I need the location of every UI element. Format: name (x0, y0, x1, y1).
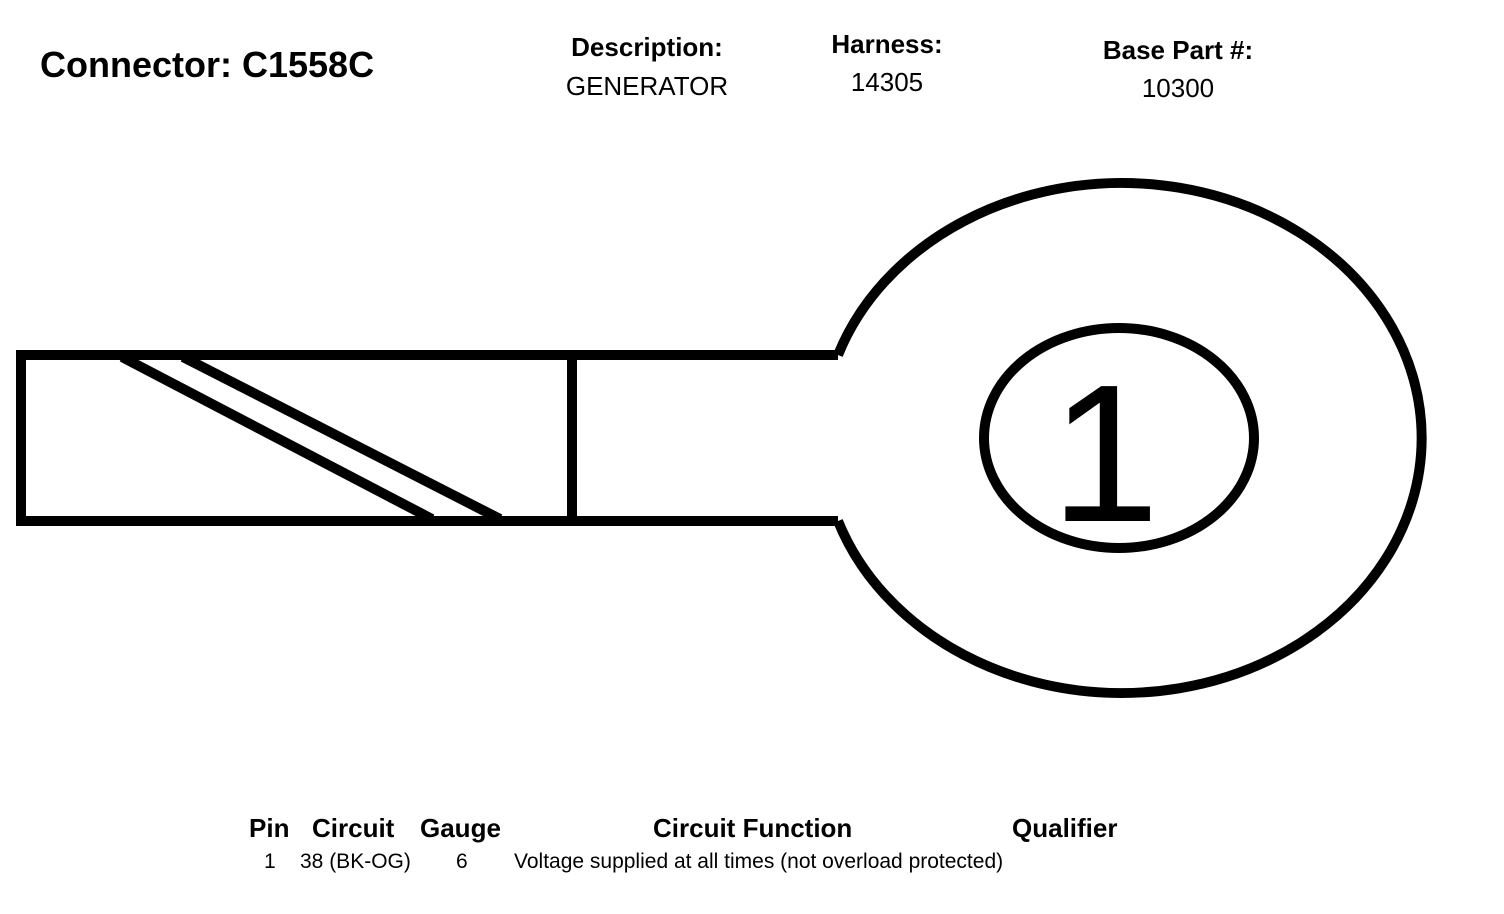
harness-value: 14305 (850, 67, 924, 97)
column-header-circuit: Circuit (312, 813, 395, 843)
base-part-value: 10300 (1141, 73, 1215, 103)
row-gauge: 6 (456, 850, 468, 873)
row-pin: 1 (264, 850, 276, 873)
description-label: Description: (571, 32, 723, 62)
harness-label: Harness: (831, 29, 943, 59)
row-circuit-function: Voltage supplied at all times (not overl… (514, 850, 1004, 873)
connector-title: Connector: C1558C (40, 44, 375, 85)
column-header-qualifier: Qualifier (1012, 813, 1118, 843)
wire-body-outline (16, 350, 577, 526)
description-value: GENERATOR (565, 71, 729, 101)
column-header-circuit-function: Circuit Function (653, 813, 853, 843)
row-circuit: 38 (BK-OG) (300, 850, 411, 873)
base-part-label: Base Part #: (1102, 35, 1254, 65)
column-header-gauge: Gauge (420, 813, 501, 843)
pin-circle (979, 323, 1259, 553)
column-header-pin: Pin (249, 813, 290, 843)
ring-terminal-outline (833, 178, 1427, 698)
pin-number-label: 1 (1050, 344, 1159, 563)
wire-stripe-line-b (180, 352, 503, 524)
wire-stripe-line-a (119, 352, 435, 524)
